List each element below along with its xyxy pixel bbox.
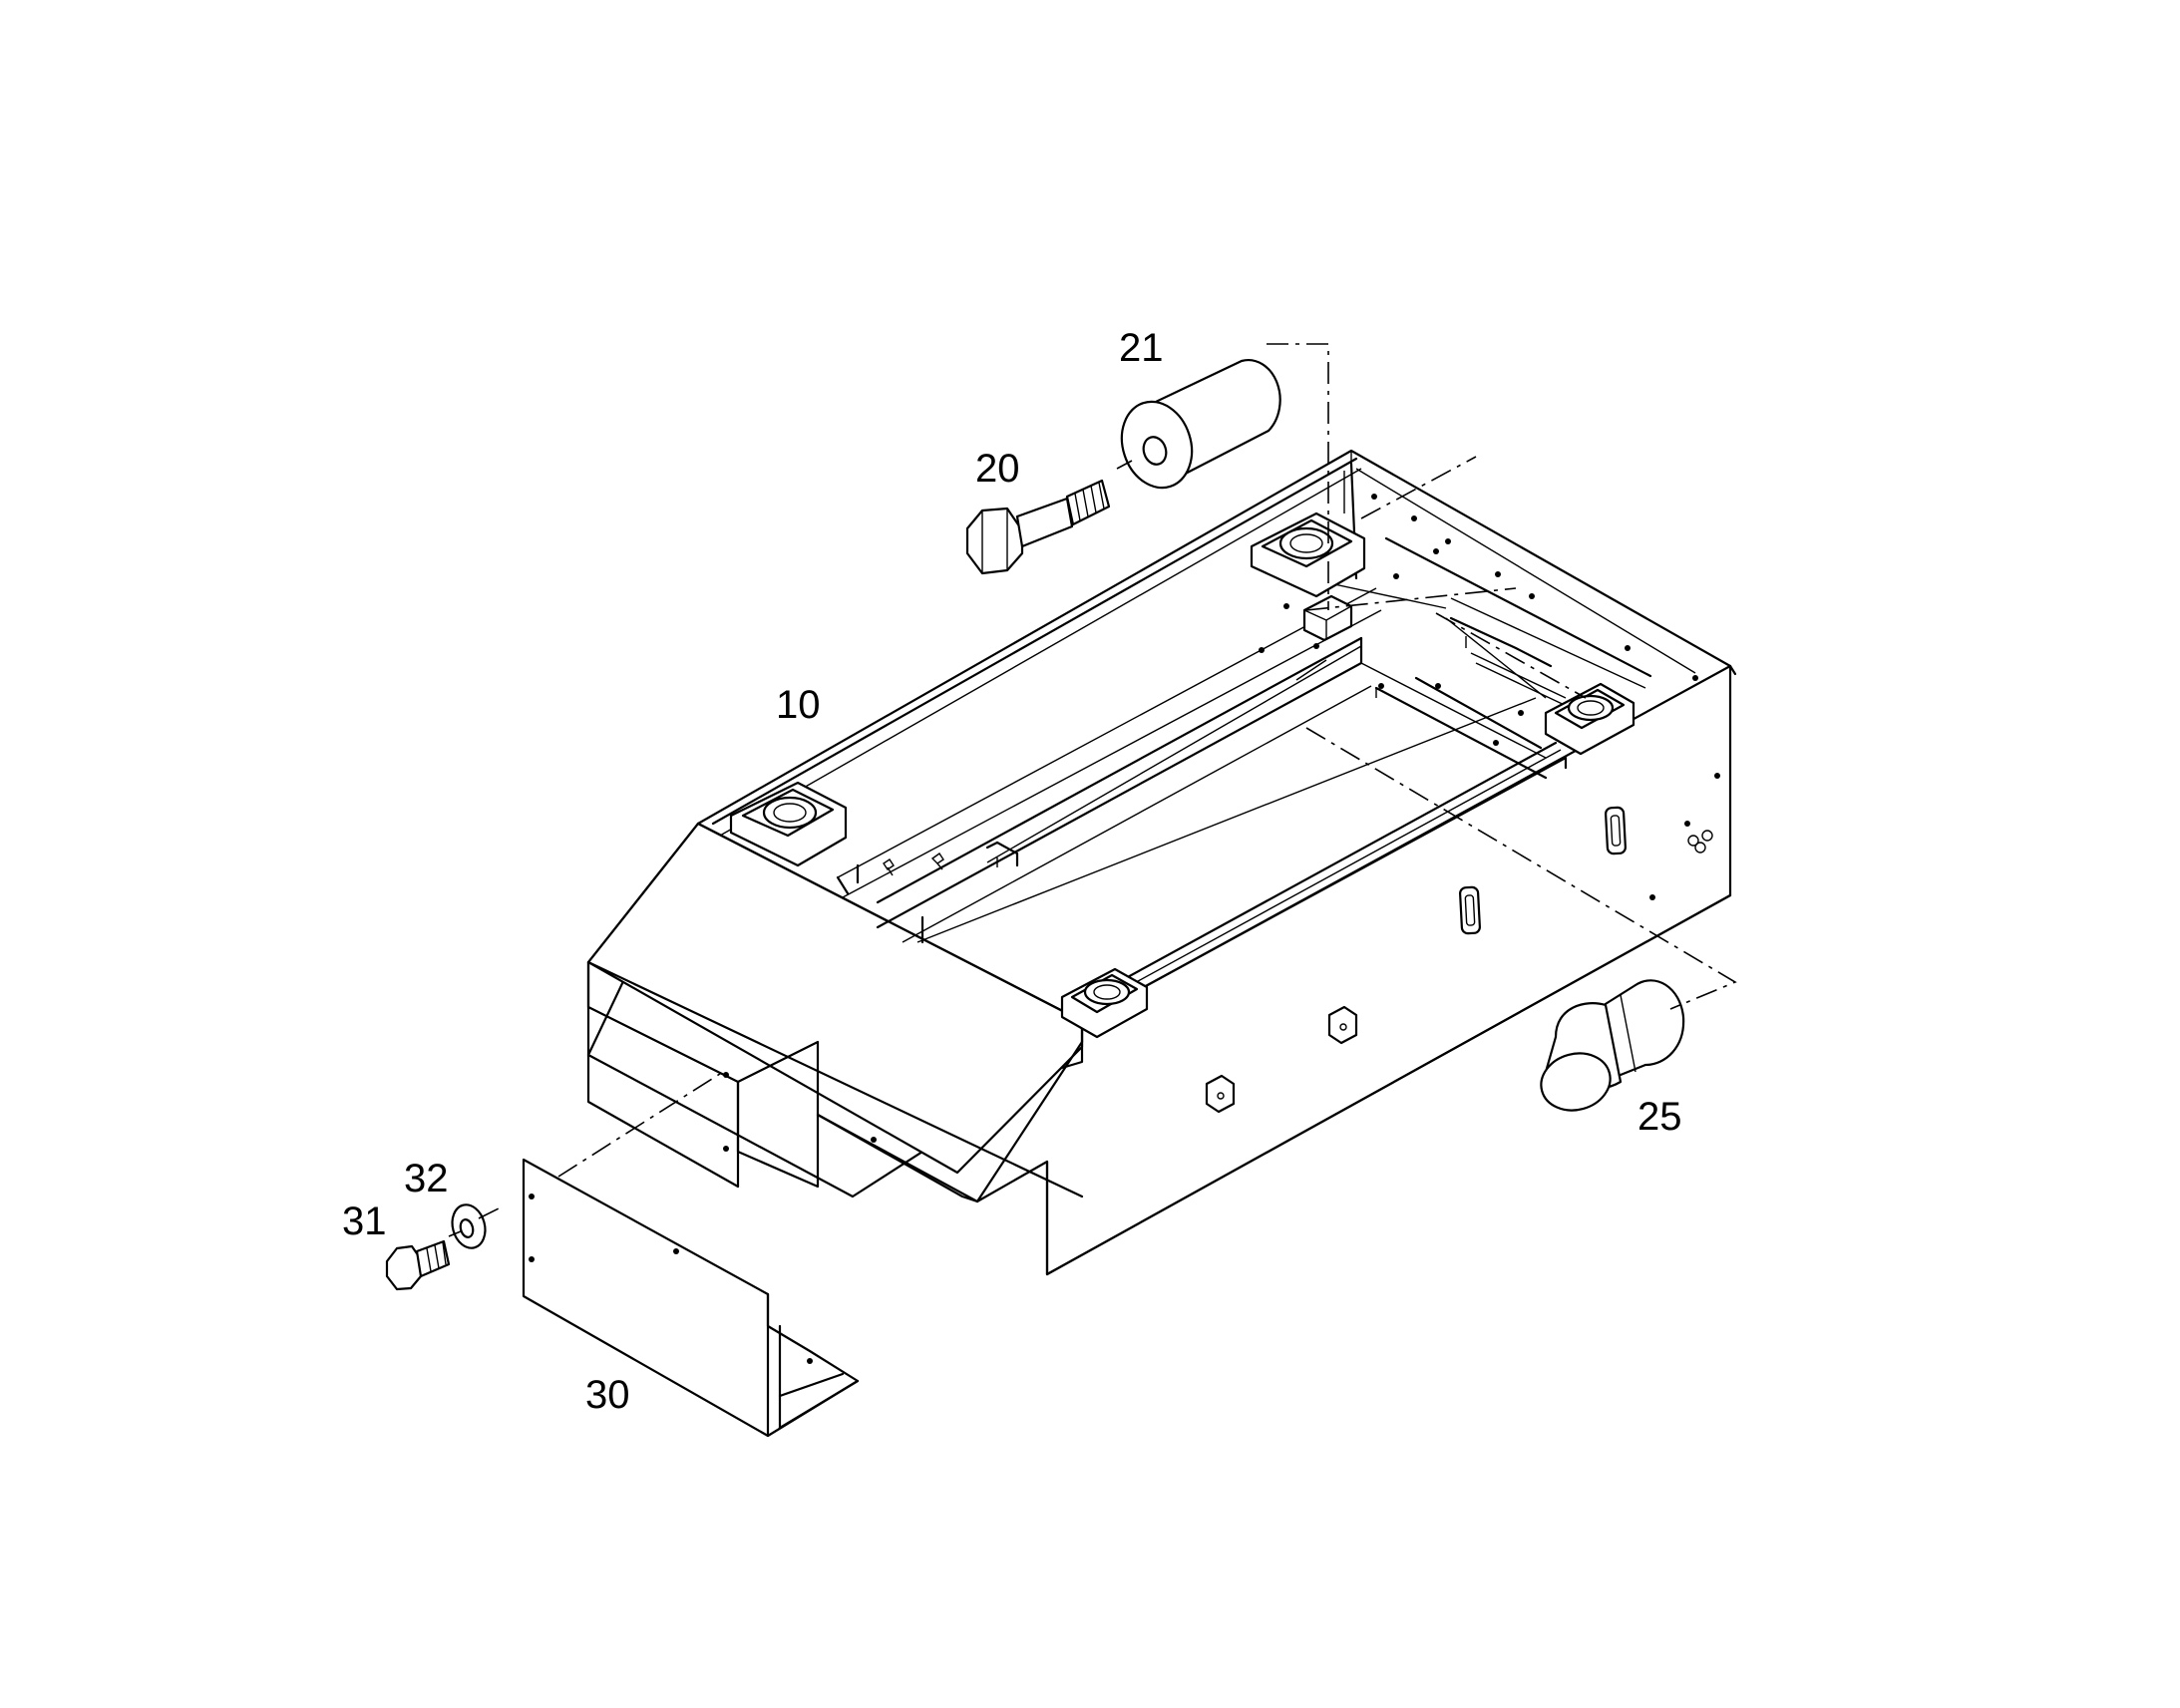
slot-right-upper	[1605, 806, 1627, 855]
cover-plate	[522, 1158, 860, 1438]
washer	[451, 1203, 487, 1249]
mounting-bracket	[1302, 594, 1353, 642]
callout-10: 10	[776, 683, 821, 727]
rubber-buffer	[1540, 979, 1685, 1112]
cover-bolt	[385, 1239, 451, 1291]
callout-31: 31	[342, 1199, 387, 1243]
spacer-cylinder	[1120, 359, 1281, 490]
callout-32: 32	[404, 1157, 449, 1200]
callout-30: 30	[585, 1373, 630, 1417]
slot-right-lower	[1459, 885, 1481, 935]
callout-20: 20	[975, 447, 1020, 491]
corner-mount-back-left	[729, 781, 848, 867]
square-nut-2	[1205, 1074, 1236, 1114]
corner-mount-front-left	[1060, 967, 1149, 1039]
base-frame	[586, 449, 1737, 1276]
corner-mount-back-right	[1250, 512, 1366, 598]
assembly-lines	[448, 343, 1737, 1237]
frame-holes	[723, 494, 1720, 1152]
corner-mount-front-right	[1544, 682, 1635, 756]
square-nut-1	[1327, 1005, 1358, 1045]
hex-bolt	[965, 479, 1111, 575]
callout-25: 25	[1637, 1095, 1682, 1139]
callout-21: 21	[1119, 326, 1164, 370]
